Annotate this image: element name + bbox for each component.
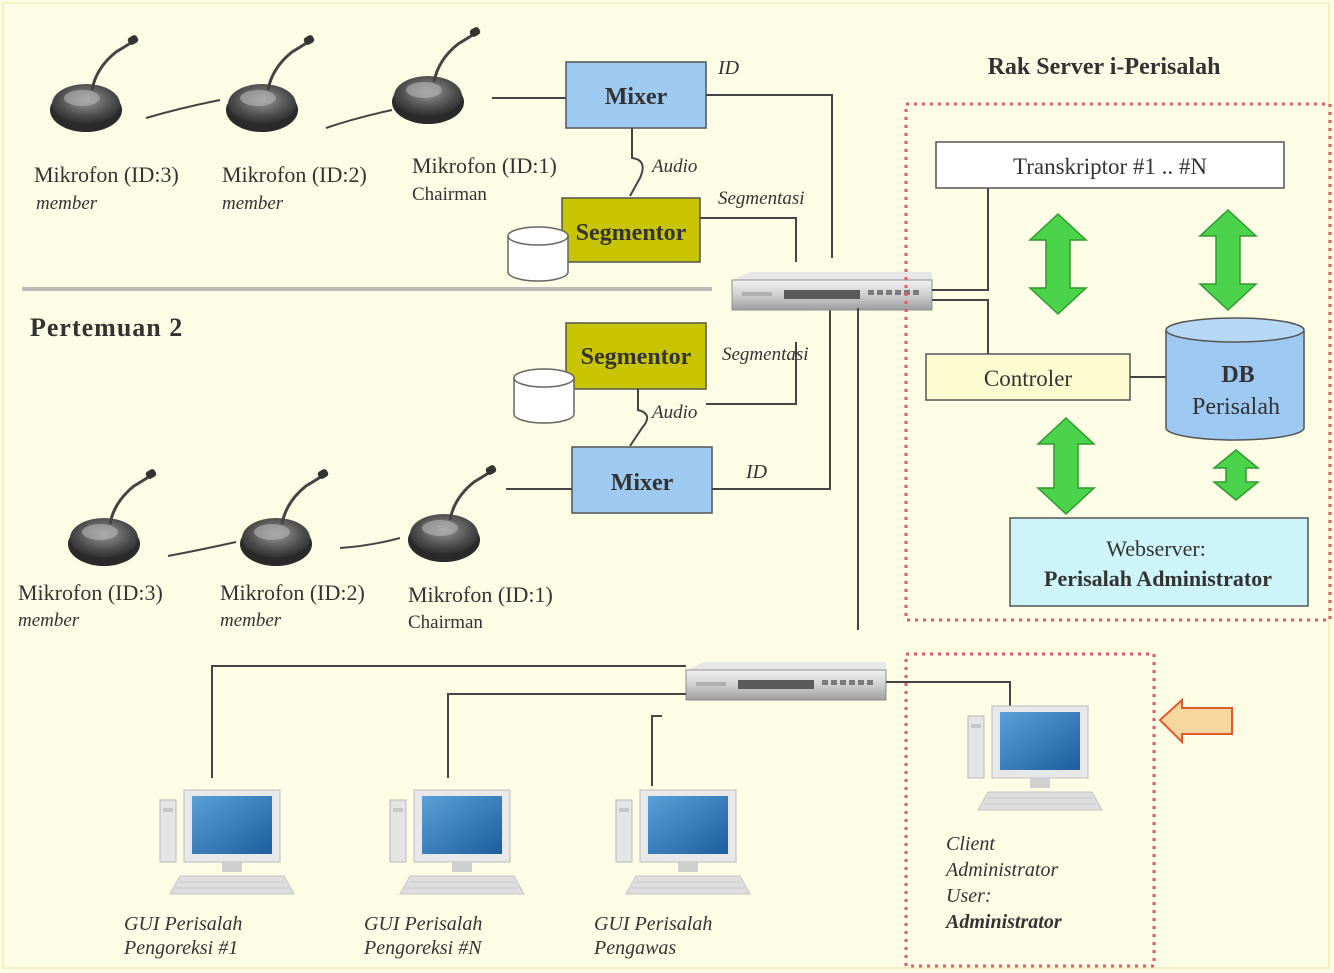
segmentasi-label: Segmentasi xyxy=(718,188,805,209)
segmentor-label: Segmentor xyxy=(581,344,692,370)
meeting-2: Pertemuan 2 Segmentor Segmentasi Audio M… xyxy=(18,308,831,633)
client-network: GUI Perisalah Pengoreksi #1 GUI Perisala… xyxy=(123,665,1011,959)
transkriptor-label: Transkriptor #1 .. #N xyxy=(1013,154,1207,179)
segmentor-label: Segmentor xyxy=(576,220,687,246)
meeting-2-title: Pertemuan 2 xyxy=(30,313,183,342)
computer-icon xyxy=(615,789,751,895)
meeting-1: Mikrofon (ID:3) member Mikrofon (ID:2) m… xyxy=(34,24,833,282)
mic-role: Chairman xyxy=(412,184,487,205)
mic-role: member xyxy=(222,193,284,214)
admin-label: User: xyxy=(946,885,992,907)
computer-icon xyxy=(389,789,525,895)
mic-label: Mikrofon (ID:3) xyxy=(18,580,163,605)
microphone-icon xyxy=(66,466,159,568)
controler-label: Controler xyxy=(984,366,1072,391)
double-arrow-icon xyxy=(1036,416,1096,516)
server-rack-title: Rak Server i-Perisalah xyxy=(988,54,1221,80)
computer-icon xyxy=(159,789,295,895)
transkriptor-box xyxy=(935,141,1285,189)
mic-cable xyxy=(325,109,393,129)
mic-role: member xyxy=(36,193,98,214)
microphone-icon xyxy=(390,24,483,126)
id-label: ID xyxy=(717,57,740,79)
client-label: Pengawas xyxy=(593,937,676,959)
client-label: GUI Perisalah xyxy=(124,913,242,935)
microphone-icon xyxy=(238,466,331,568)
mic-label: Mikrofon (ID:3) xyxy=(34,162,179,187)
network-switch-icon xyxy=(685,661,887,701)
mic-role: Chairman xyxy=(408,612,483,633)
mic-cable xyxy=(145,99,221,119)
mic-label: Mikrofon (ID:1) xyxy=(408,582,553,607)
segmentasi-label: Segmentasi xyxy=(722,344,809,365)
db-perisalah: DB Perisalah xyxy=(1165,317,1305,441)
client-label: Pengoreksi #N xyxy=(363,937,483,959)
admin-label: Administrator xyxy=(944,911,1062,933)
webserver-label: Perisalah Administrator xyxy=(1044,566,1272,591)
client-label: GUI Perisalah xyxy=(594,913,712,935)
mic-label: Mikrofon (ID:2) xyxy=(220,580,365,605)
server-rack: Rak Server i-Perisalah Transkriptor #1 .… xyxy=(904,54,1332,622)
connector-line xyxy=(706,342,797,405)
double-arrow-icon xyxy=(1198,208,1258,312)
microphone-icon xyxy=(406,462,499,564)
webserver-label: Webserver: xyxy=(1106,536,1206,561)
network-switch-icon xyxy=(731,271,933,311)
webserver-box xyxy=(1009,517,1309,607)
double-arrow-icon xyxy=(1211,449,1261,501)
mixer-label: Mixer xyxy=(611,470,674,496)
database-icon xyxy=(513,368,575,424)
db-label: Perisalah xyxy=(1192,394,1280,420)
controler-box xyxy=(925,353,1131,401)
server-rack-border xyxy=(904,102,1332,622)
audio-label: Audio xyxy=(650,156,697,177)
database-icon xyxy=(507,226,569,282)
client-label: Pengoreksi #1 xyxy=(123,937,238,959)
connector-line xyxy=(706,94,833,258)
audio-label: Audio xyxy=(650,402,697,423)
admin-label: Client xyxy=(946,833,995,855)
microphone-icon xyxy=(48,32,141,134)
computer-icon xyxy=(967,705,1103,811)
admin-client: Client Administrator User: Administrator xyxy=(904,652,1233,968)
mic-role: member xyxy=(220,610,282,631)
connector-line xyxy=(700,217,797,262)
mic-label: Mikrofon (ID:1) xyxy=(412,153,557,178)
double-arrow-icon xyxy=(1028,212,1088,316)
admin-label: Administrator xyxy=(944,859,1058,881)
segmentor-box xyxy=(565,322,707,390)
mic-label: Mikrofon (ID:2) xyxy=(222,162,367,187)
connector-line xyxy=(712,308,831,490)
mixer-box xyxy=(571,446,713,514)
mixer-label: Mixer xyxy=(605,84,668,110)
mixer-box xyxy=(565,61,707,129)
microphone-icon xyxy=(224,32,317,134)
id-label: ID xyxy=(745,461,768,483)
db-label: DB xyxy=(1221,362,1254,388)
pointer-arrow-icon xyxy=(1158,697,1233,745)
client-label: GUI Perisalah xyxy=(364,913,482,935)
mic-role: member xyxy=(18,610,80,631)
segmentor-box xyxy=(561,197,701,263)
